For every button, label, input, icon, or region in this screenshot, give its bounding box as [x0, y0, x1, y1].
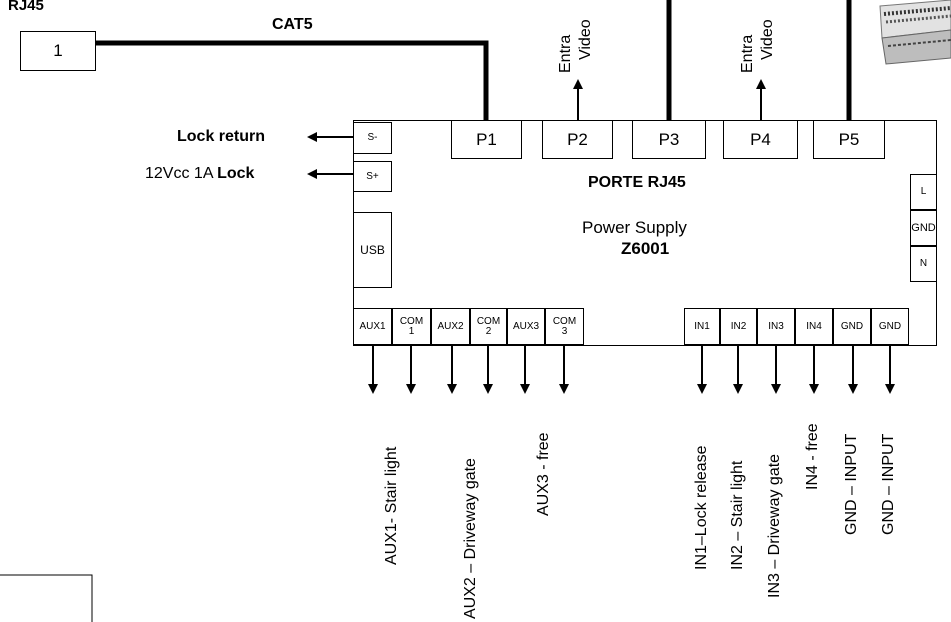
port-p5[interactable]: P5 [813, 120, 885, 159]
port-p4[interactable]: P4 [723, 120, 798, 159]
p4-video-label-a: Entra [739, 34, 756, 73]
terminal-gnd-in1[interactable]: GND [833, 308, 871, 345]
in2-input-label: IN2 – Stair light [729, 460, 746, 570]
lock-return-label: Lock return [177, 128, 266, 145]
cat5-label: CAT5 [272, 16, 313, 33]
aux1-output-label: AUX1- Stair light [383, 446, 400, 565]
p2-video-label-a: Entra [557, 34, 574, 73]
terminal-com2-number: 2 [485, 325, 492, 337]
in1-input-label: IN1–Lock release [693, 445, 710, 570]
aux2-output-label: AUX2 – Driveway gate [462, 458, 479, 619]
terminal-gnd-mains[interactable]: GND [910, 210, 937, 246]
terminal-aux1-label: AUX1 [359, 320, 386, 332]
terminal-n[interactable]: N [910, 246, 937, 282]
terminal-com1-label: COM [399, 315, 424, 327]
in3-input-label: IN3 – Driveway gate [766, 453, 783, 598]
terminal-in3[interactable]: IN3 [757, 308, 795, 345]
terminal-com1-number: 1 [408, 325, 415, 337]
terminal-aux2[interactable]: AUX2 [431, 308, 470, 345]
in4-input-label: IN4 - free [804, 423, 821, 490]
partial-frame-bottom-left [0, 574, 93, 622]
rj45-port-1[interactable]: 1 [20, 31, 96, 71]
terminal-in4[interactable]: IN4 [795, 308, 833, 345]
model-number: Z6001 [621, 239, 670, 258]
port-p3[interactable]: P3 [632, 120, 706, 159]
terminal-com3[interactable]: COM 3 [545, 308, 584, 345]
lock-power-spec: 12Vcc 1A [145, 165, 213, 182]
terminal-in2[interactable]: IN2 [720, 308, 757, 345]
terminal-l[interactable]: L [910, 174, 937, 210]
terminal-com2-label: COM [476, 315, 501, 327]
terminal-aux3[interactable]: AUX3 [507, 308, 545, 345]
lock-power-label: 12Vcc 1A Lock [145, 165, 254, 183]
terminal-com1[interactable]: COM 1 [392, 308, 431, 345]
ports-title: PORTE RJ45 [588, 174, 686, 191]
p2-video-label-b: Video [577, 19, 594, 60]
usb-port[interactable]: USB [353, 212, 392, 288]
power-supply-title: Power Supply [582, 218, 687, 237]
p4-video-label-b: Video [759, 19, 776, 60]
terminal-aux2-label: AUX2 [437, 320, 464, 332]
port-p1[interactable]: P1 [451, 120, 522, 159]
terminal-com2[interactable]: COM 2 [470, 308, 507, 345]
rj45-label: RJ45 [8, 0, 44, 14]
gnd1-input-label: GND – INPUT [843, 433, 860, 535]
gnd2-input-label: GND – INPUT [880, 433, 897, 535]
terminal-in1[interactable]: IN1 [684, 308, 720, 345]
port-p2[interactable]: P2 [542, 120, 613, 159]
terminal-s-minus[interactable]: S- [353, 122, 392, 154]
terminal-com3-number: 3 [561, 325, 568, 337]
terminal-s-plus[interactable]: S+ [353, 161, 392, 192]
terminal-block-picture [879, 0, 951, 65]
terminal-aux1[interactable]: AUX1 [353, 308, 392, 345]
cat5-cable [96, 40, 489, 120]
aux3-output-label: AUX3 - free [535, 432, 552, 516]
terminal-gnd-in2[interactable]: GND [871, 308, 909, 345]
terminal-com3-label: COM [552, 315, 577, 327]
lock-power-word: Lock [217, 165, 255, 182]
terminal-aux3-label: AUX3 [512, 320, 540, 332]
